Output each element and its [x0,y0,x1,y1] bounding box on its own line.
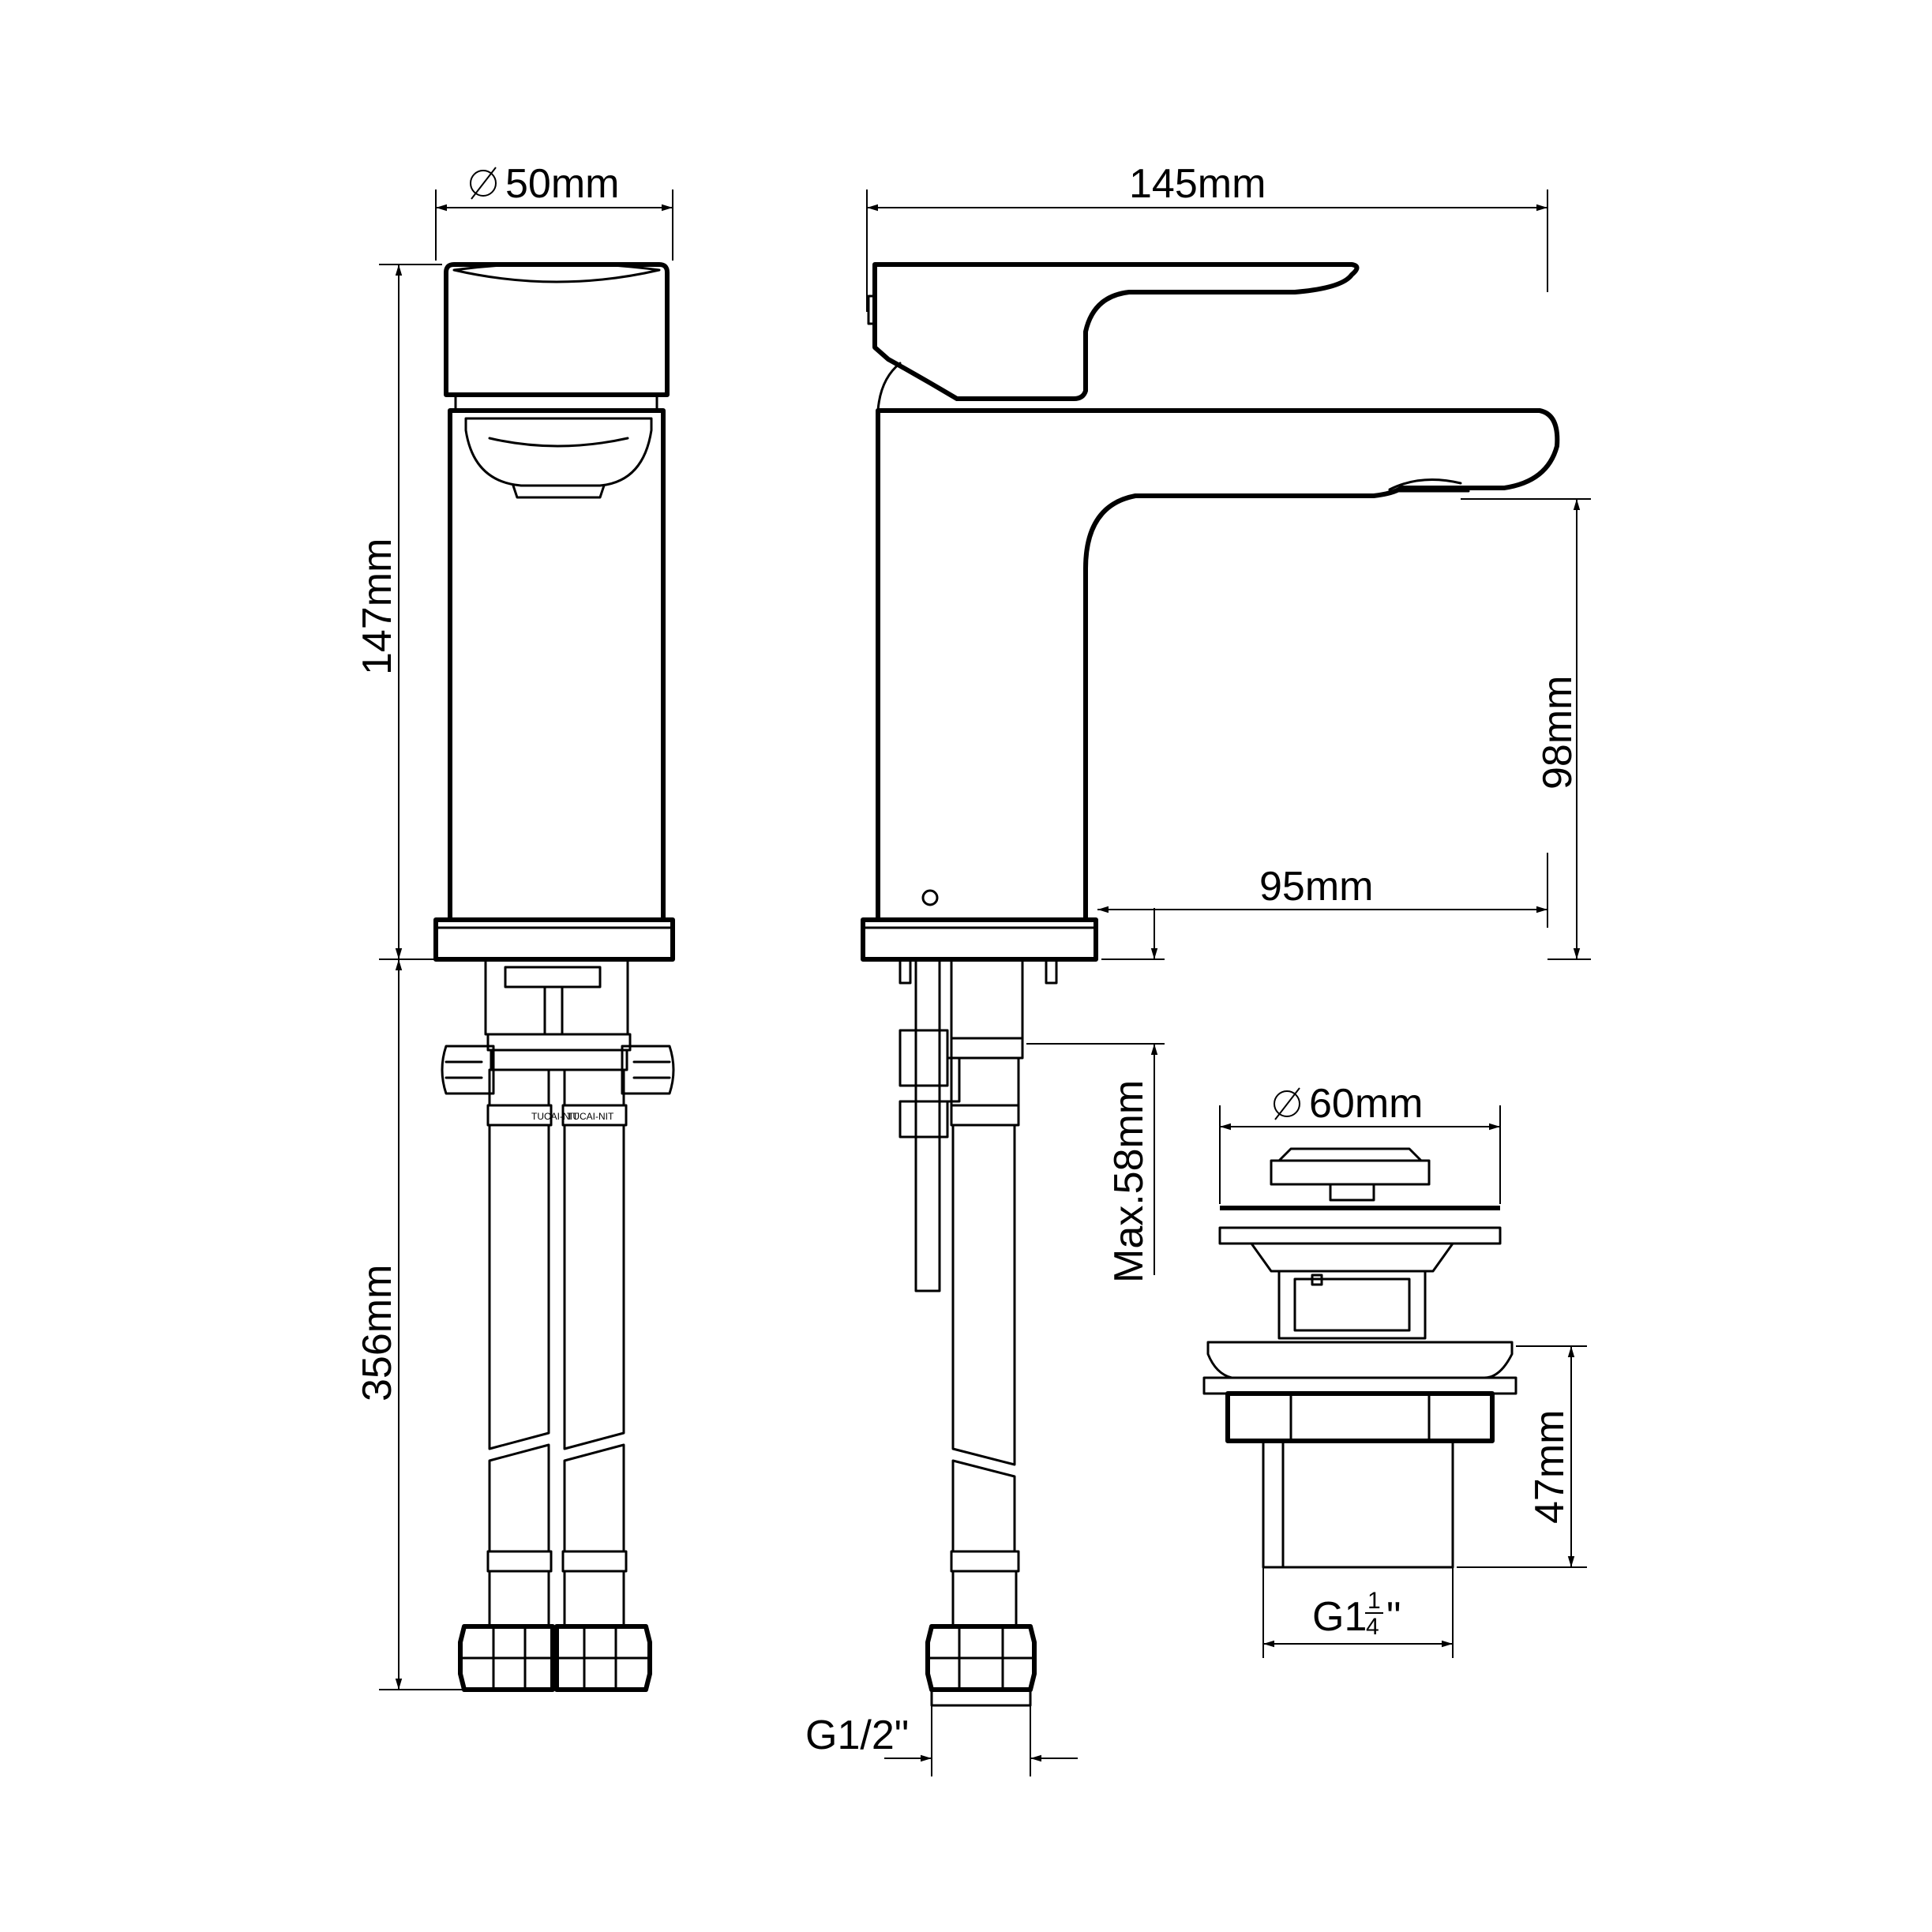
dim-diameter-faucet: 50mm [505,161,619,207]
dim-thread-drain-suffix: " [1386,1594,1401,1640]
dim-thread-hose: G1/2" [805,1713,909,1758]
dim-height-faucet: 147mm [355,538,400,675]
front-view: TUCAI-NIT TUCAI-NIT [433,262,675,1692]
diameter-icon [1274,1087,1300,1120]
dim-width-faucet: 145mm [1129,161,1266,207]
drain-view [1202,1147,1517,1569]
diameter-icon [470,167,497,200]
dimensions: 50mm 145mm 147mm 356mm 98mm 95mm Max.58m… [355,161,1591,1776]
dim-thread-drain-num: 1 [1367,1588,1381,1614]
dim-diameter-drain: 60mm [1309,1081,1423,1127]
dim-thread-drain: G1 1 4 " [1312,1588,1401,1640]
dim-drain-height: 47mm [1527,1410,1573,1524]
dim-thread-drain-den: 4 [1366,1614,1379,1640]
dim-hose-length: 356mm [355,1265,400,1401]
hose-print-left-top: TUCAI-NIT [531,1111,579,1122]
dim-deck-thickness: Max.58mm [1106,1080,1152,1283]
dim-spout-height: 98mm [1535,676,1581,790]
dim-thread-drain-prefix: G1 [1312,1594,1367,1640]
side-view [861,262,1560,1707]
hose-print-right-top: TUCAI-NIT [567,1111,614,1122]
dim-spout-reach: 95mm [1259,864,1373,910]
